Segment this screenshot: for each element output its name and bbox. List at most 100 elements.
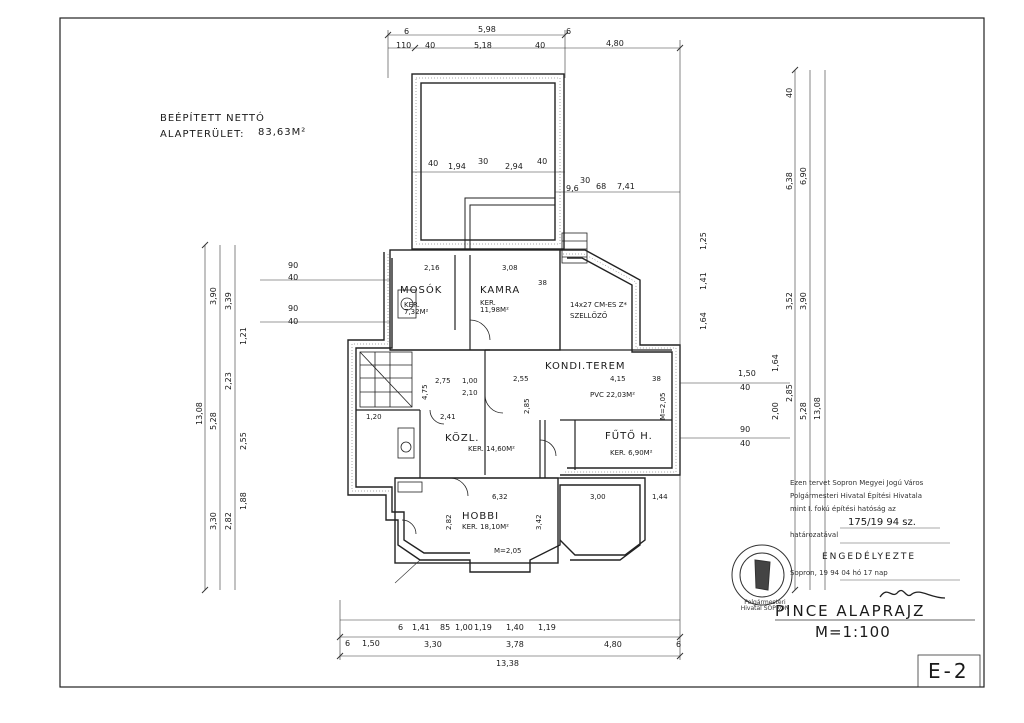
room-mosok-name: MOSÓK	[400, 285, 443, 296]
room-mosok-area: KER. 7,32M²	[404, 301, 429, 316]
dim-top-1: 5,98	[478, 25, 496, 34]
room-hobbi-area: KER. 18,10M²	[462, 523, 509, 531]
area-value: 83,63M²	[258, 127, 307, 138]
stairs	[359, 351, 413, 408]
dim-bottom1-5: 1,40	[506, 623, 524, 632]
dim-bottom-total: 13,38	[496, 659, 519, 668]
seal-text: Polgármesteri Hivatal SOPRON	[740, 599, 790, 612]
dim-left-1: 40	[288, 273, 299, 282]
dim-right-12: 13,08	[813, 397, 822, 420]
sheet-border	[59, 17, 985, 688]
signature	[879, 589, 946, 599]
room-kozl-name: KÖZL.	[445, 433, 480, 444]
dim-right-5: 1,64	[699, 312, 708, 330]
dim-bottom1-4: 1,19	[474, 623, 492, 632]
dim-top-5: 5,18	[474, 41, 492, 50]
room-kondi-name: KONDI.TEREM	[545, 361, 626, 372]
dim-left-7: 2,23	[224, 372, 233, 390]
dim-left-6: 1,21	[239, 327, 248, 345]
dim-inner-7: 68	[596, 182, 607, 191]
room-kondi-area: PVC 22,03M²	[590, 391, 636, 399]
dim-right-7: 3,90	[799, 292, 808, 310]
dim-top-2: 6	[566, 27, 572, 36]
annex-corridor	[464, 197, 556, 249]
dim-top-6: 40	[535, 41, 546, 50]
room-dim-7: 4,15	[610, 375, 626, 383]
dim-right-11: 5,28	[799, 402, 808, 420]
stamp-line2: Polgármesteri Hivatal Építési Hivatala	[790, 492, 922, 500]
dim-right-2: 6,90	[799, 167, 808, 185]
dim-left-10: 13,08	[195, 402, 204, 425]
dim-left-0: 90	[288, 261, 299, 270]
dim-inner-2: 30	[478, 157, 489, 166]
dim-left-3: 40	[288, 317, 299, 326]
area-label-line2: ALAPTERÜLET:	[160, 129, 245, 140]
room-dim-12: 3,00	[590, 493, 606, 501]
fixtures	[397, 289, 423, 493]
room-dim-1: 3,08	[502, 264, 518, 272]
doors	[401, 319, 557, 535]
dim-ticks	[201, 31, 799, 660]
room-kozl-area: KER. 14,60M²	[468, 445, 515, 453]
room-dim-15: 3,42	[535, 514, 543, 530]
dim-bottom1-3: 1,00	[455, 623, 473, 632]
note-height-a: M=2,05	[494, 547, 522, 555]
dim-right-10: 2,00	[771, 402, 780, 420]
stamp-approved: ENGEDÉLYEZTE	[822, 552, 917, 562]
dim-right-14: 40	[740, 383, 751, 392]
stamp-lines	[840, 527, 960, 581]
note-ventilation: 14x27 CM-ES Z* SZELLŐZŐ	[570, 301, 628, 321]
room-dim-4: 2,75	[435, 377, 451, 385]
dim-right-9: 2,85	[785, 384, 794, 402]
dim-bottom2-2: 3,30	[424, 640, 442, 649]
partitions	[356, 255, 672, 479]
room-dim-16: 4,75	[421, 384, 429, 400]
room-dim-13: 1,44	[652, 493, 668, 501]
room-futo-area: KER. 6,90M²	[610, 449, 653, 457]
dim-inner-0: 40	[428, 159, 439, 168]
stamp-line4: határozatával	[790, 531, 839, 539]
drawing-title: PINCE ALAPRAJZ	[775, 602, 926, 620]
dim-right-15: 90	[740, 425, 751, 434]
dim-left-11: 3,30	[209, 512, 218, 530]
room-dim-11: 6,32	[492, 493, 508, 501]
dim-left-4: 3,90	[209, 287, 218, 305]
dim-lines	[204, 30, 826, 660]
dim-bottom1-1: 1,41	[412, 623, 430, 632]
dim-inner-4: 40	[537, 157, 548, 166]
dim-left-2: 90	[288, 304, 299, 313]
walls	[347, 73, 681, 573]
area-label-line1: BEÉPÍTETT NETTÓ	[160, 113, 265, 124]
drawing-scale: M=1:100	[815, 623, 891, 641]
dim-right-3: 1,25	[699, 232, 708, 250]
room-kamra-area: KER. 11,98M²	[480, 299, 509, 314]
note-height-b: M=2,05	[659, 392, 667, 421]
dim-left-8: 2,55	[239, 432, 248, 450]
dim-bottom2-5: 6	[676, 640, 682, 649]
dim-bottom2-0: 6	[345, 639, 351, 648]
room-dim-9: 2,41	[440, 413, 456, 421]
sheet-number-box	[917, 654, 981, 688]
dim-right-6: 3,52	[785, 292, 794, 310]
room-futo-name: FŰTŐ H.	[605, 431, 653, 442]
sheet-number: E-2	[928, 659, 970, 683]
wall-hatch	[351, 77, 677, 492]
dim-top-4: 40	[425, 41, 436, 50]
dim-top-0: 6	[404, 27, 410, 36]
room-dim-2: 38	[538, 279, 547, 287]
dim-right-13: 1,50	[738, 369, 756, 378]
room-dim-17: 2,85	[523, 398, 531, 414]
dim-right-4: 1,41	[699, 272, 708, 290]
dim-top-3: 110	[396, 41, 412, 50]
dim-inner-8: 7,41	[617, 182, 635, 191]
dim-right-1: 6,38	[785, 172, 794, 190]
dim-top-7: 4,80	[606, 39, 624, 48]
dim-bottom2-4: 4,80	[604, 640, 622, 649]
dim-inner-1: 1,94	[448, 162, 466, 171]
room-dim-10: 1,20	[366, 413, 382, 421]
room-dim-0: 2,16	[424, 264, 440, 272]
dim-right-8: 1,64	[771, 354, 780, 372]
dim-right-0: 40	[785, 87, 794, 98]
